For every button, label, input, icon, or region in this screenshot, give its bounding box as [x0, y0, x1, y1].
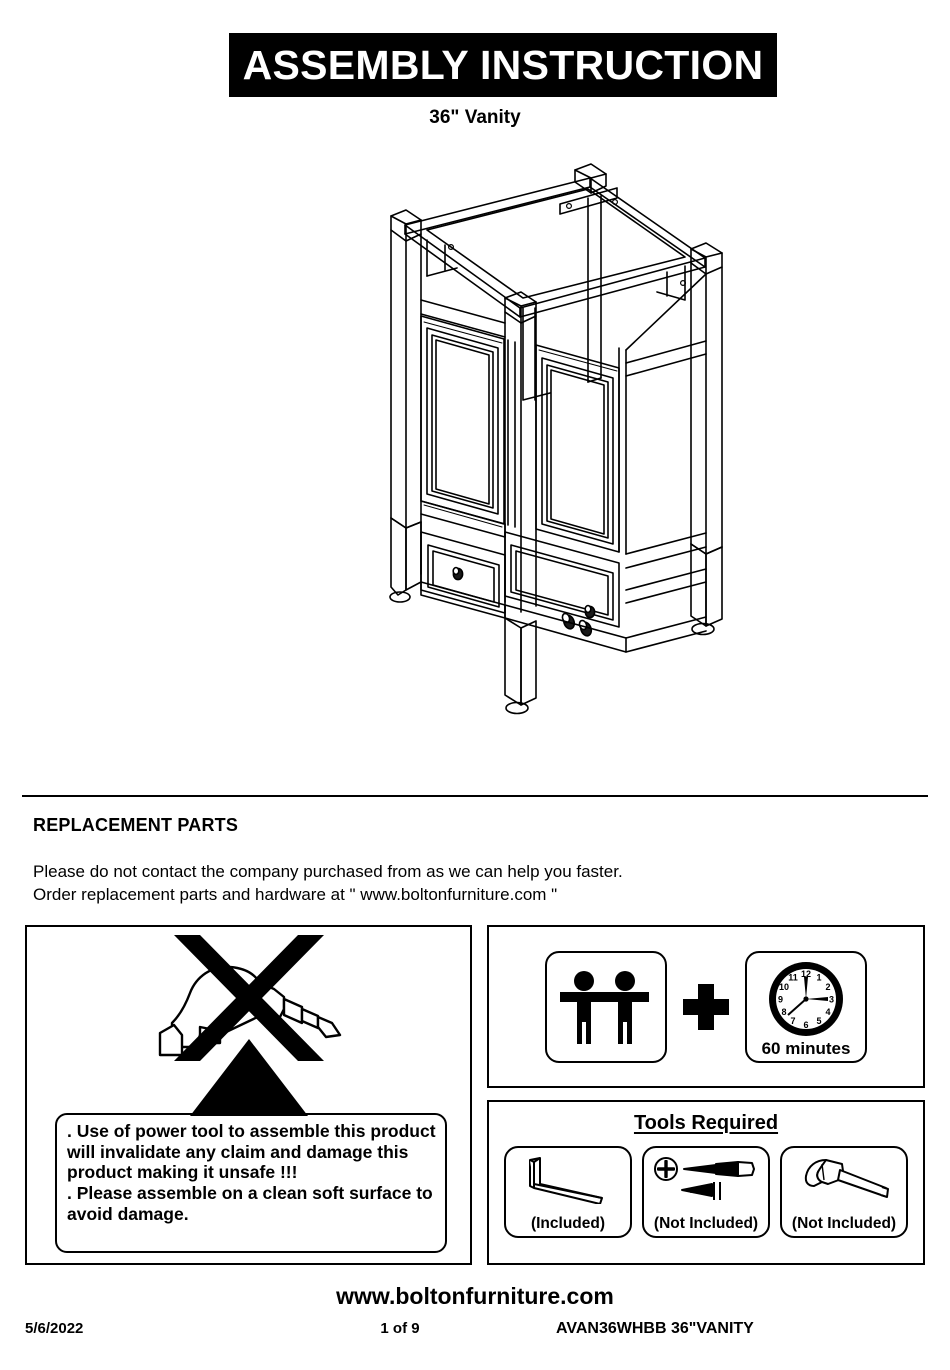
- drawer-knobs: [452, 566, 596, 619]
- two-people-icon: [545, 950, 667, 1063]
- tools-required-title: Tools Required: [633, 1112, 779, 1134]
- svg-text:8: 8: [781, 1007, 786, 1017]
- vanity-illustration: [205, 150, 750, 790]
- replacement-parts-line-2: Order replacement parts and hardware at …: [33, 885, 558, 904]
- product-subtitle: 36" Vanity: [429, 107, 521, 128]
- svg-text:2: 2: [825, 982, 830, 992]
- top-frame: [404, 177, 706, 318]
- power-tool-warning-panel: . Use of power tool to assemble this pro…: [25, 925, 472, 1265]
- people-and-time-panel: 12 1 2 3 4 5 6 7 8 9 10 11: [487, 925, 925, 1088]
- section-divider: [22, 795, 928, 797]
- svg-text:5: 5: [816, 1016, 821, 1026]
- svg-text:1: 1: [816, 972, 821, 982]
- page-title: ASSEMBLY INSTRUCTION: [242, 41, 764, 88]
- footer-date: 5/6/2022: [25, 1320, 84, 1337]
- cabinet-front-face: [390, 229, 627, 653]
- tool-caption-allen-key: (Included): [530, 1214, 606, 1232]
- tool-caption-screwdriver: (Not Included): [653, 1214, 759, 1232]
- warning-text: . Use of power tool to assemble this pro…: [55, 1113, 447, 1253]
- tool-card-allen-key: (Included): [504, 1146, 632, 1238]
- plus-icon: [683, 983, 729, 1030]
- footer-model-number: AVAN36WHBB 36"VANITY: [556, 1320, 754, 1337]
- tool-caption-hammer: (Not Included): [791, 1214, 897, 1232]
- clock-card: 12 1 2 3 4 5 6 7 8 9 10 11: [745, 950, 867, 1063]
- svg-text:6: 6: [803, 1020, 808, 1030]
- svg-text:3: 3: [829, 994, 834, 1004]
- allen-key-icon: [529, 1157, 603, 1204]
- replacement-parts-line-1: Please do not contact the company purcha…: [33, 862, 623, 881]
- svg-text:10: 10: [779, 982, 789, 992]
- page-title-banner: ASSEMBLY INSTRUCTION: [229, 33, 777, 97]
- door-inner-lines: [423, 321, 618, 528]
- vanity-legs: [389, 517, 723, 715]
- clock-icon: 12 1 2 3 4 5 6 7 8 9 10 11: [769, 961, 843, 1036]
- svg-text:7: 7: [790, 1016, 795, 1026]
- svg-text:9: 9: [778, 994, 783, 1004]
- screwdriver-icon: [654, 1157, 755, 1200]
- svg-text:11: 11: [788, 972, 798, 982]
- tools-required-panel: Tools Required (Included): [487, 1100, 925, 1265]
- svg-text:4: 4: [825, 1007, 830, 1017]
- cabinet-side-panel: [625, 262, 723, 653]
- assembly-time-label: 60 minutes: [761, 1038, 851, 1058]
- hammer-icon: [804, 1159, 889, 1198]
- tool-card-screwdriver: (Not Included): [642, 1146, 770, 1238]
- tool-card-hammer: (Not Included): [780, 1146, 908, 1238]
- no-power-tool-icon: [134, 931, 364, 1116]
- footer-website: www.boltonfurniture.com: [336, 1283, 614, 1309]
- replacement-parts-heading: REPLACEMENT PARTS: [33, 815, 239, 835]
- svg-text:12: 12: [801, 969, 811, 979]
- footer-page-number: 1 of 9: [380, 1320, 420, 1337]
